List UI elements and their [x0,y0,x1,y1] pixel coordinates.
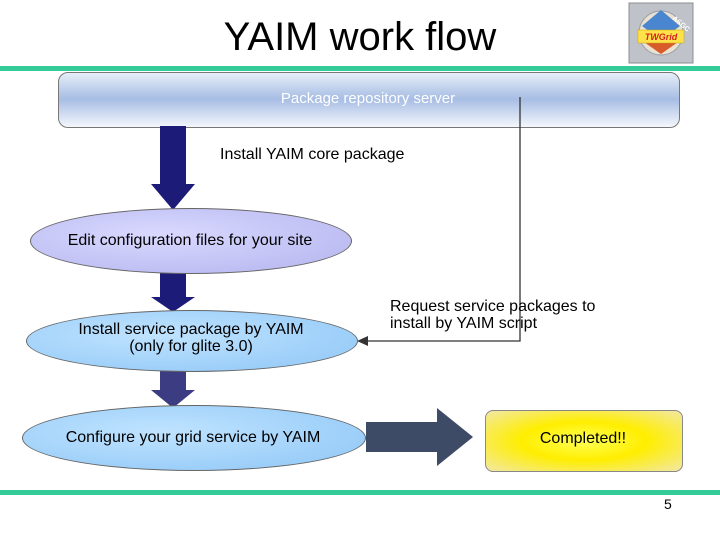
repository-server-banner [58,72,680,128]
install-core-label: Install YAIM core package [220,146,405,163]
top-divider [0,66,720,71]
arrow-configure-to-completed [366,408,473,466]
page-number: 5 [664,496,672,512]
completed-label: Completed!! [539,430,627,447]
repository-server-label: Package repository server [280,90,456,107]
arrow-install-core [151,126,195,210]
arrow-install-to-configure [151,368,195,408]
svg-text:TWGrid: TWGrid [645,32,678,42]
request-connector-line [366,97,521,342]
bottom-divider [0,490,720,495]
edit-config-node [30,208,352,274]
page-title: YAIM work flow [223,15,497,59]
request-label-line2: install by YAIM script [390,315,538,332]
configure-node [22,405,366,471]
configure-label: Configure your grid service by YAIM [65,429,321,446]
install-service-node [26,310,358,372]
install-service-label-line1: Install service package by YAIM [78,321,304,338]
request-arrowhead [357,336,368,346]
install-service-label-line2: (only for glite 3.0) [129,338,253,355]
request-label-line1: Request service packages to [390,298,596,315]
asgc-twgrid-logo: ASGC TWGrid [628,2,694,64]
arrow-edit-to-install [151,271,195,312]
edit-config-label: Edit configuration files for your site [67,232,313,249]
completed-node [485,410,683,472]
